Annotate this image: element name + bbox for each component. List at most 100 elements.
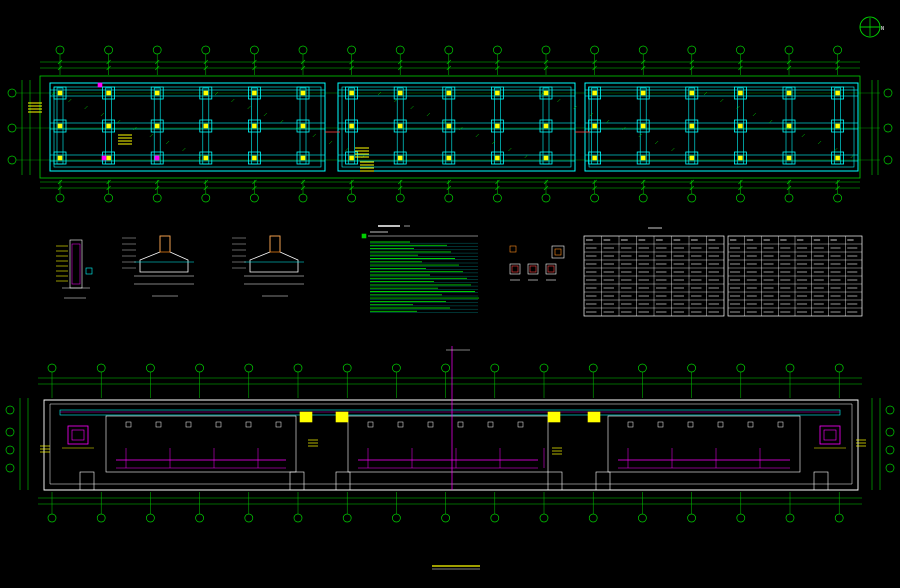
footing-pad — [442, 86, 456, 100]
footing-pad — [782, 119, 796, 133]
dimension-tick — [154, 185, 160, 191]
rebar-mark — [687, 154, 691, 159]
dimension-tick — [300, 65, 306, 71]
column — [495, 123, 500, 129]
column-stub — [159, 235, 171, 253]
dimension-tick — [738, 59, 743, 65]
column — [349, 123, 354, 129]
dimension-tick — [543, 185, 549, 191]
dimension-tick — [446, 185, 452, 191]
footing-pad — [734, 119, 747, 133]
footing-pad — [102, 119, 115, 133]
dimension-tick — [252, 65, 257, 71]
footing-pad — [345, 151, 359, 165]
footing-pad — [831, 86, 844, 100]
column — [252, 123, 257, 129]
dimension-tick — [689, 59, 695, 65]
rebar-mark — [51, 91, 56, 96]
column — [543, 155, 549, 161]
footing-pad — [199, 86, 213, 100]
dimension-tick — [835, 65, 840, 71]
footing-step — [547, 471, 563, 491]
rebar-mark — [296, 126, 300, 131]
column — [154, 123, 160, 129]
dimension-tick — [203, 179, 209, 185]
column — [640, 155, 646, 161]
schedule-tables — [583, 227, 863, 317]
dimension-tick — [689, 179, 695, 185]
rebar-mark — [133, 126, 137, 131]
rebar-mark — [606, 119, 610, 124]
footing-pad — [490, 151, 504, 165]
footing-pad — [782, 151, 796, 165]
note-bullet — [361, 233, 367, 239]
dimension-tick — [154, 179, 160, 185]
rebar-mark — [703, 91, 708, 96]
axis-bubble-left — [5, 427, 15, 437]
column — [689, 123, 695, 129]
column — [446, 155, 452, 161]
column — [57, 123, 63, 129]
rebar-mark — [573, 105, 577, 110]
dimension-tick — [446, 179, 452, 185]
footing-pad — [685, 151, 699, 165]
axis-bubble-right — [883, 155, 893, 165]
footing-step — [79, 471, 95, 491]
column — [738, 123, 743, 129]
dimension-tick — [495, 59, 500, 65]
beam-section — [687, 421, 694, 428]
column — [495, 155, 500, 161]
rebar-mark — [638, 133, 642, 138]
column — [738, 90, 743, 96]
dimension-tick — [57, 179, 63, 185]
footing-pad — [588, 86, 601, 100]
axis-bubble-left — [5, 405, 15, 415]
room-section — [105, 415, 297, 473]
footing-pad — [831, 119, 844, 133]
rebar-symbol-inner — [511, 265, 519, 273]
dimension-tick — [397, 65, 403, 71]
column — [300, 90, 306, 96]
footing-pad — [296, 119, 310, 133]
footing-step — [335, 471, 351, 491]
column — [786, 155, 792, 161]
dimension-tick — [640, 185, 646, 191]
footing-pad — [734, 151, 747, 165]
rebar-mark — [214, 91, 219, 96]
dimension-tick — [835, 185, 840, 191]
axis-bubble-left — [5, 445, 15, 455]
rebar-mark — [589, 112, 594, 117]
dimension-tick — [738, 179, 743, 185]
footing-pad — [588, 151, 601, 165]
section-inner-outline — [49, 403, 853, 485]
dimension-tick — [543, 65, 549, 71]
column — [300, 123, 306, 129]
ground-beam — [337, 89, 576, 97]
beam-section — [487, 421, 494, 428]
column — [592, 155, 597, 161]
rebar-mark — [850, 154, 854, 159]
axis-bubble-right — [883, 123, 893, 133]
rebar-mark — [410, 105, 414, 110]
column — [106, 123, 111, 129]
detail-symbols — [509, 245, 565, 281]
footing-pad — [685, 86, 699, 100]
roof-slab — [59, 409, 841, 416]
beam-section — [215, 421, 222, 428]
column — [738, 155, 743, 161]
beam-section — [717, 421, 724, 428]
rebar-mark — [475, 133, 479, 138]
dimension-tick — [252, 185, 257, 191]
column — [300, 155, 306, 161]
dimension-tick — [543, 59, 549, 65]
dimension-tick — [154, 65, 160, 71]
design-notes-block — [361, 225, 479, 313]
rebar-symbol — [545, 263, 557, 275]
footing-pad — [247, 86, 261, 100]
beam-section — [397, 421, 404, 428]
stair-block — [299, 411, 313, 423]
dimension-tick — [300, 179, 306, 185]
column — [786, 90, 792, 96]
footing-pad — [490, 86, 504, 100]
